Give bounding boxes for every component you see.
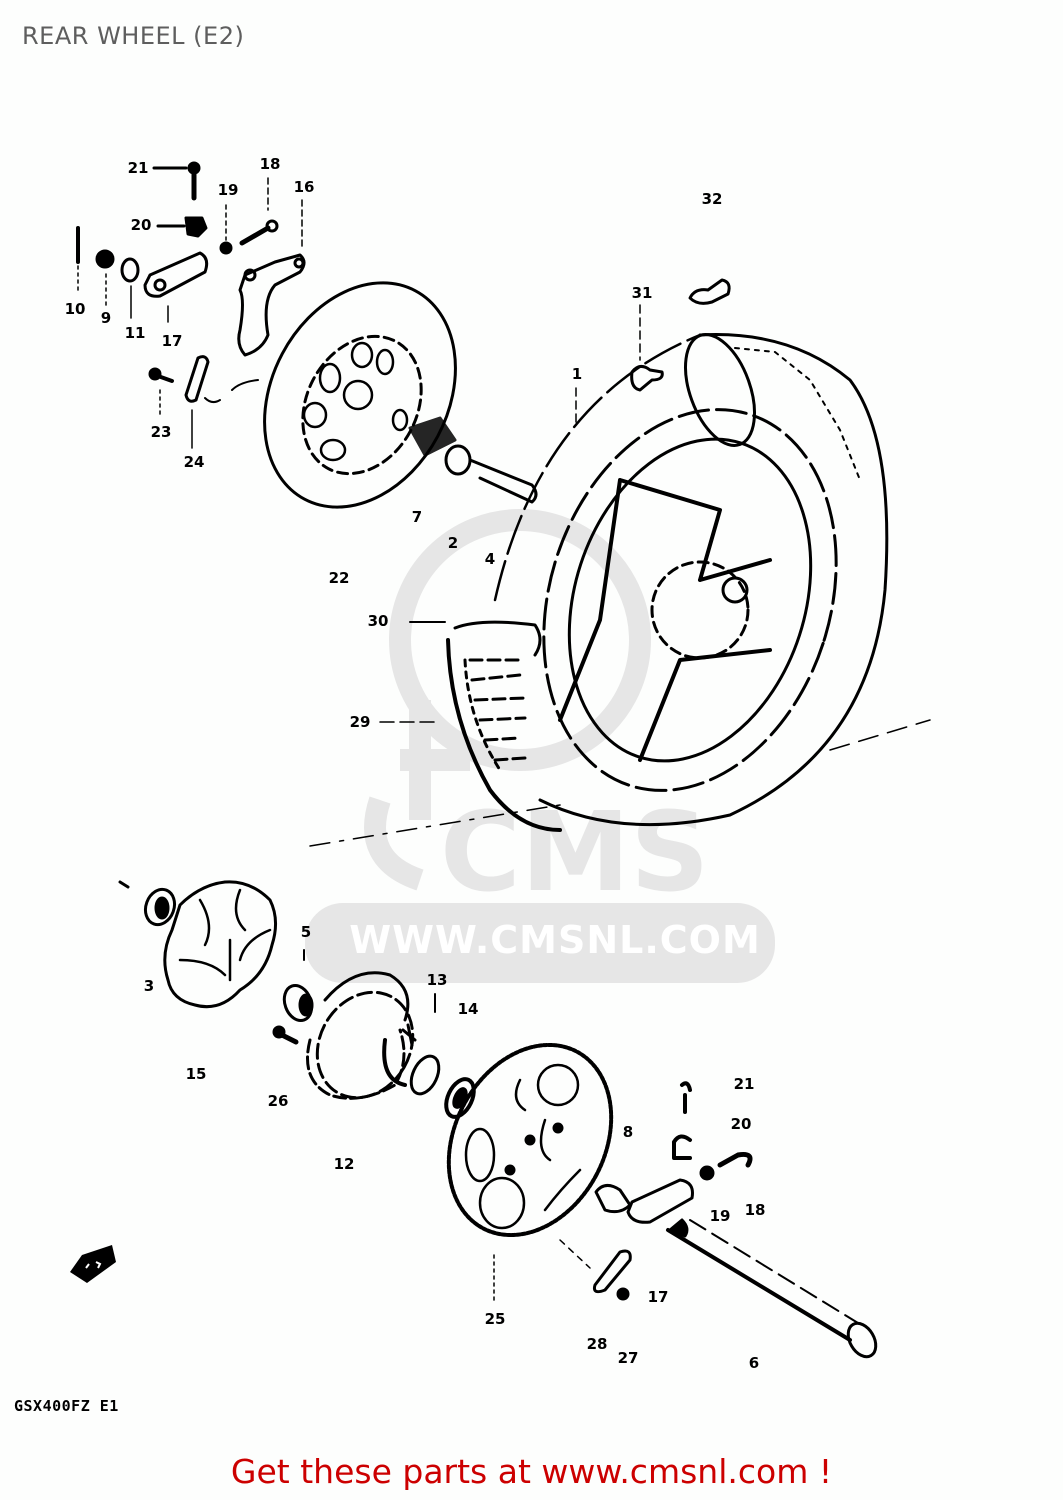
torque-link-17-icon [143, 251, 209, 323]
part-callout-9[interactable]: 9 [100, 309, 112, 327]
cms-logo-watermark: CMS [305, 788, 775, 983]
part-callout-20a[interactable]: 20 [130, 216, 152, 234]
cotter-pin-21-icon [680, 1081, 692, 1114]
part-callout-27[interactable]: 27 [617, 1349, 639, 1367]
rear-axle-6-icon [666, 1218, 878, 1359]
rear-hub-12-icon [306, 971, 441, 1100]
wheel-damper-3-icon [163, 880, 277, 1009]
part-callout-6[interactable]: 6 [748, 1354, 760, 1372]
valve-31-icon [630, 365, 664, 392]
part-callout-24[interactable]: 24 [183, 453, 205, 471]
part-callout-10[interactable]: 10 [64, 300, 86, 318]
nut-20-right-icon [672, 1134, 692, 1160]
get-parts-link[interactable]: Get these parts at www.cmsnl.com ! [230, 1452, 833, 1491]
part-callout-2[interactable]: 2 [447, 534, 459, 552]
part-callout-31[interactable]: 31 [631, 284, 653, 302]
part-callout-30[interactable]: 30 [367, 612, 389, 630]
part-callout-16[interactable]: 16 [293, 178, 315, 196]
part-callout-11[interactable]: 11 [124, 324, 146, 342]
part-callout-21b[interactable]: 21 [733, 1075, 755, 1093]
part-callout-26[interactable]: 26 [267, 1092, 289, 1110]
spacer-8-icon [594, 1184, 632, 1214]
part-callout-13[interactable]: 13 [426, 971, 448, 989]
bolt-23-icon [148, 367, 174, 419]
valve-cap-32-icon [688, 278, 731, 305]
svg-text:CMS: CMS [440, 788, 709, 916]
part-callout-29[interactable]: 29 [349, 713, 371, 731]
part-callout-1[interactable]: 1 [571, 365, 583, 383]
part-callout-28[interactable]: 28 [586, 1335, 608, 1353]
part-callout-5[interactable]: 5 [300, 923, 312, 941]
part-callout-22[interactable]: 22 [328, 569, 350, 587]
part-callout-7[interactable]: 7 [411, 508, 423, 526]
part-callout-32[interactable]: 32 [701, 190, 723, 208]
front-direction-arrow-icon [70, 1245, 116, 1283]
watermark-url: WWW.CMSNL.COM [349, 918, 761, 962]
part-callout-20b[interactable]: 20 [730, 1115, 752, 1133]
part-callout-3[interactable]: 3 [143, 977, 155, 995]
part-callout-14[interactable]: 14 [457, 1000, 479, 1018]
chain-adjuster-17-icon [593, 1178, 694, 1301]
part-callout-12[interactable]: 12 [333, 1155, 355, 1173]
bolt-18-icon [239, 177, 279, 246]
part-callout-25[interactable]: 25 [484, 1310, 506, 1328]
part-callout-17a[interactable]: 17 [161, 332, 183, 350]
part-callout-21a[interactable]: 21 [127, 159, 149, 177]
bolt-21-icon [152, 161, 201, 201]
brake-disc-22-icon [263, 281, 457, 509]
part-callout-18a[interactable]: 18 [259, 155, 281, 173]
bearing-5-icon [282, 984, 314, 1022]
part-callout-18b[interactable]: 18 [744, 1201, 766, 1219]
washer-19-icon [219, 204, 233, 255]
nut-9-icon [95, 249, 115, 306]
footer-link-container: Get these parts at www.cmsnl.com ! [0, 1452, 1063, 1491]
part-callout-17b[interactable]: 17 [647, 1288, 669, 1306]
nut-20-icon [156, 216, 208, 238]
spacer-7-icon [408, 416, 538, 504]
washer-11-icon [120, 257, 140, 319]
part-callout-4[interactable]: 4 [484, 550, 496, 568]
page-title: REAR WHEEL (E2) [22, 22, 245, 50]
washer-19-right-icon [699, 1152, 753, 1181]
rear-wheel-1-icon [493, 333, 889, 827]
part-callout-8[interactable]: 8 [622, 1123, 634, 1141]
bolt-26-icon [272, 1025, 299, 1045]
tyre-29-icon [446, 620, 562, 832]
part-callout-19b[interactable]: 19 [709, 1207, 731, 1225]
part-callout-23[interactable]: 23 [150, 423, 172, 441]
torque-link-plate-24-icon [184, 355, 259, 449]
part-callout-19a[interactable]: 19 [217, 181, 239, 199]
oil-seal-icon [118, 880, 177, 927]
part-callout-15[interactable]: 15 [185, 1065, 207, 1083]
caliper-bracket-16-icon [237, 199, 306, 357]
model-code: GSX400FZ E1 [14, 1397, 119, 1415]
rear-sprocket-25-icon [446, 1042, 614, 1301]
